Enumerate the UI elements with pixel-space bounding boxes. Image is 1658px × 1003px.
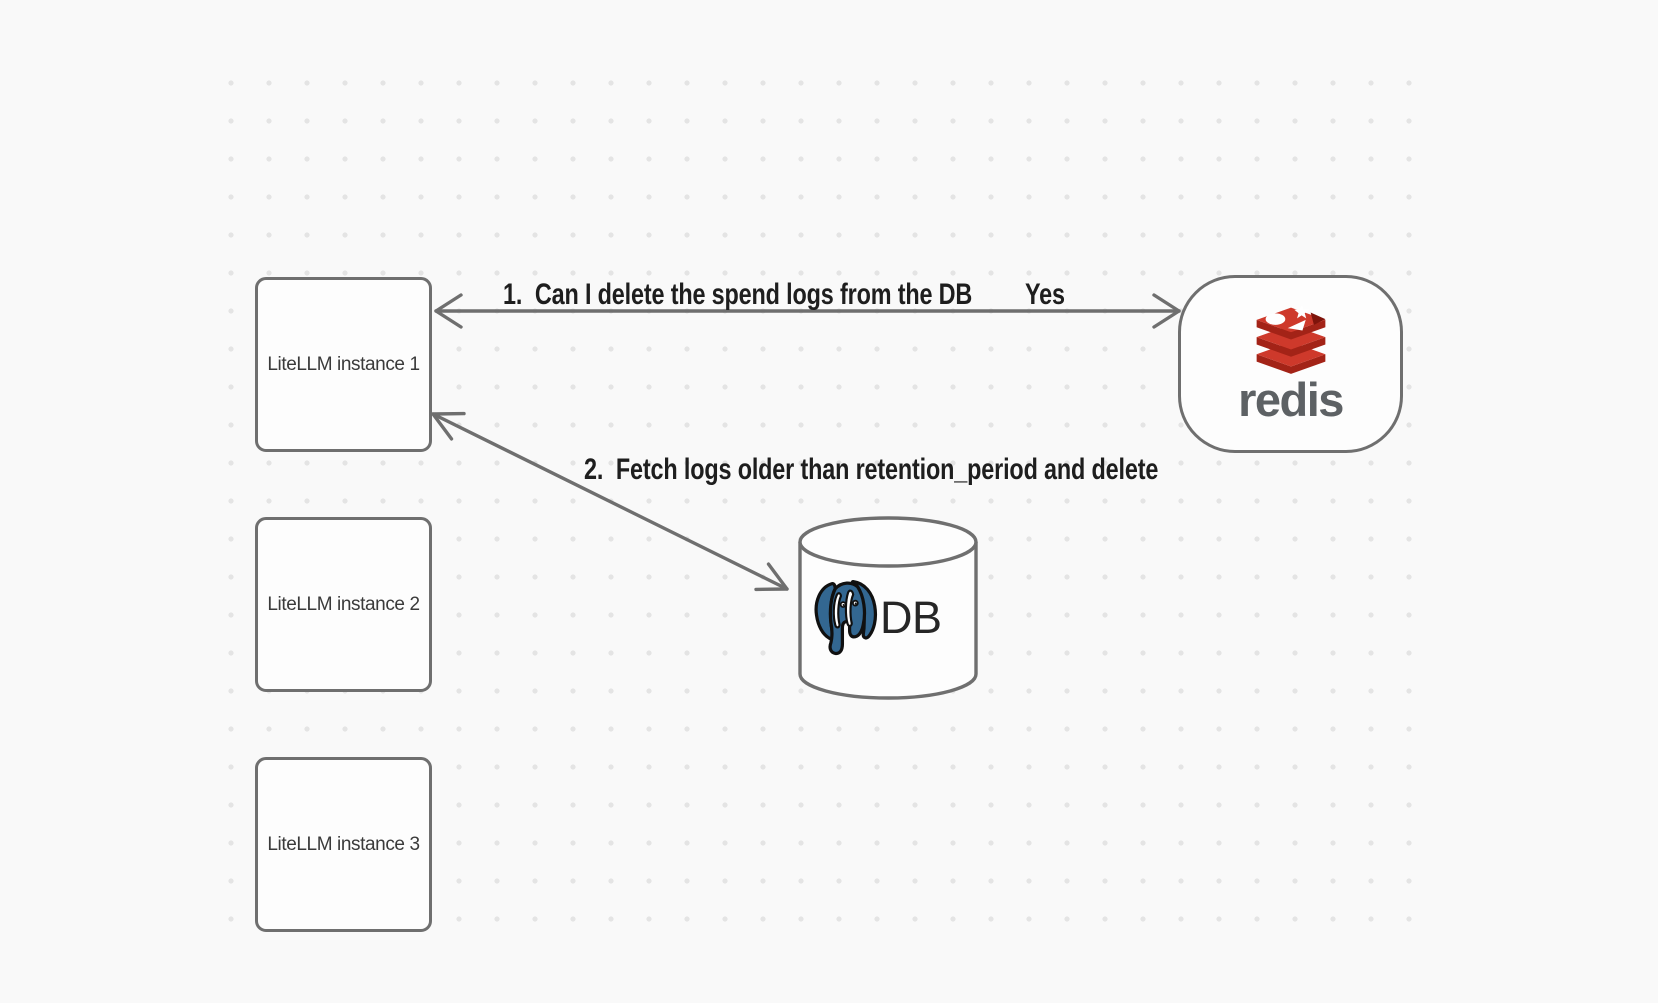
redis-wordmark: redis — [1238, 372, 1344, 426]
litellm-instance-2-label: LiteLLM instance 2 — [267, 593, 420, 615]
arrow-fetch-logs[interactable] — [431, 411, 789, 592]
arrow-1-label[interactable]: 1. Can I delete the spend logs from the … — [503, 278, 973, 311]
litellm-instance-3-label: LiteLLM instance 3 — [267, 833, 420, 855]
node-redis[interactable]: redis — [1178, 275, 1403, 453]
arrow-2-label[interactable]: 2. Fetch logs older than retention_perio… — [584, 453, 1159, 486]
database-label: DB — [880, 592, 942, 643]
database-cylinder-icon[interactable] — [797, 515, 979, 701]
node-database[interactable]: DB — [810, 578, 942, 657]
postgresql-icon — [814, 579, 878, 656]
litellm-instance-1-label: LiteLLM instance 1 — [267, 353, 420, 375]
redis-logo-icon — [1256, 305, 1325, 374]
arrow-1-response-label[interactable]: Yes — [1025, 278, 1065, 311]
node-litellm-instance-1[interactable]: LiteLLM instance 1 — [255, 277, 432, 452]
node-litellm-instance-3[interactable]: LiteLLM instance 3 — [255, 757, 432, 932]
node-litellm-instance-2[interactable]: LiteLLM instance 2 — [255, 517, 432, 692]
arrow-can-i-delete[interactable] — [434, 293, 1181, 329]
